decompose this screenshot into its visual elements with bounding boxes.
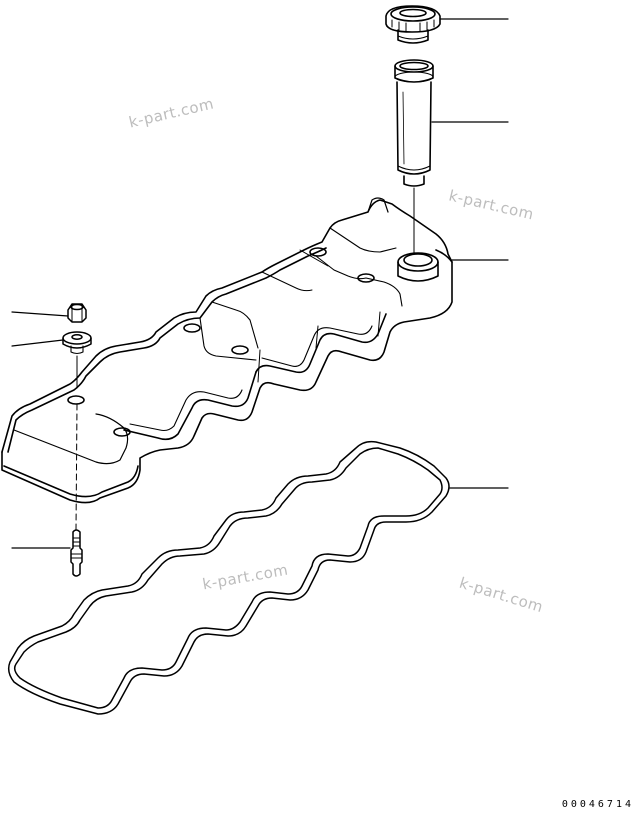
cover-stud-bolt[interactable] <box>70 529 83 577</box>
oil-filler-tube[interactable] <box>394 59 434 187</box>
cover-gasket[interactable] <box>7 440 450 715</box>
drawing-number: 00046714 <box>561 799 634 810</box>
leader-line-washer <box>11 339 64 347</box>
cover-nut[interactable] <box>67 303 87 323</box>
oil-filler-cap[interactable] <box>385 5 441 44</box>
leader-line-nut <box>11 311 69 317</box>
cylinder-head-cover[interactable] <box>1 197 453 504</box>
cover-seal-washer[interactable] <box>62 331 92 355</box>
assembly-axis-stud-dashed <box>75 403 78 531</box>
